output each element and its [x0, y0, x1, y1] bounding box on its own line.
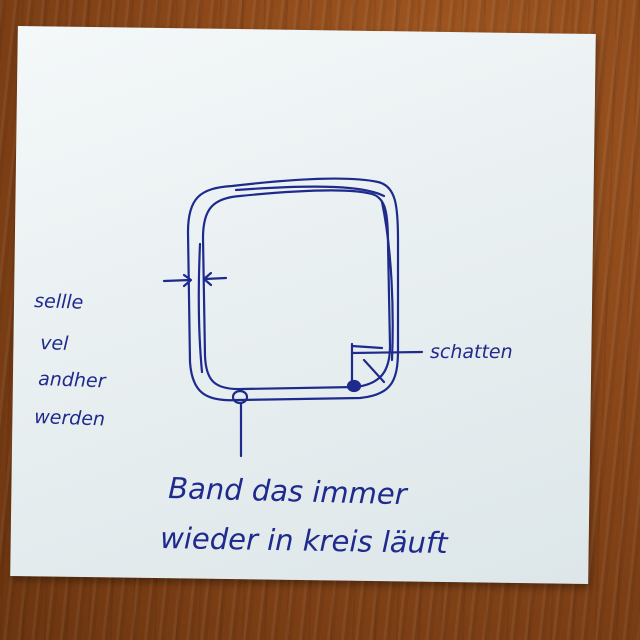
sketch-outer-square — [186, 177, 400, 402]
band-dot-marker — [346, 379, 362, 393]
shadow-label: schatten — [430, 341, 513, 363]
sketch-inner-square — [201, 189, 392, 391]
left-note-line-1: sellle — [34, 290, 84, 314]
thickness-arrow-right — [202, 271, 228, 287]
band-label-line-1: Band das immer — [168, 471, 409, 511]
left-note-line-3: andher — [38, 368, 107, 392]
left-note-line-2: vel — [40, 332, 70, 355]
sketch-third-pass — [197, 185, 394, 374]
band-label-line-2: wieder in kreis läuft — [160, 521, 450, 560]
shadow-pointer-line — [350, 350, 424, 355]
thickness-arrow-left — [162, 273, 193, 288]
left-note-line-4: werden — [34, 406, 106, 430]
shadow-corner-marker — [350, 342, 386, 386]
band-dot-left — [231, 389, 249, 405]
